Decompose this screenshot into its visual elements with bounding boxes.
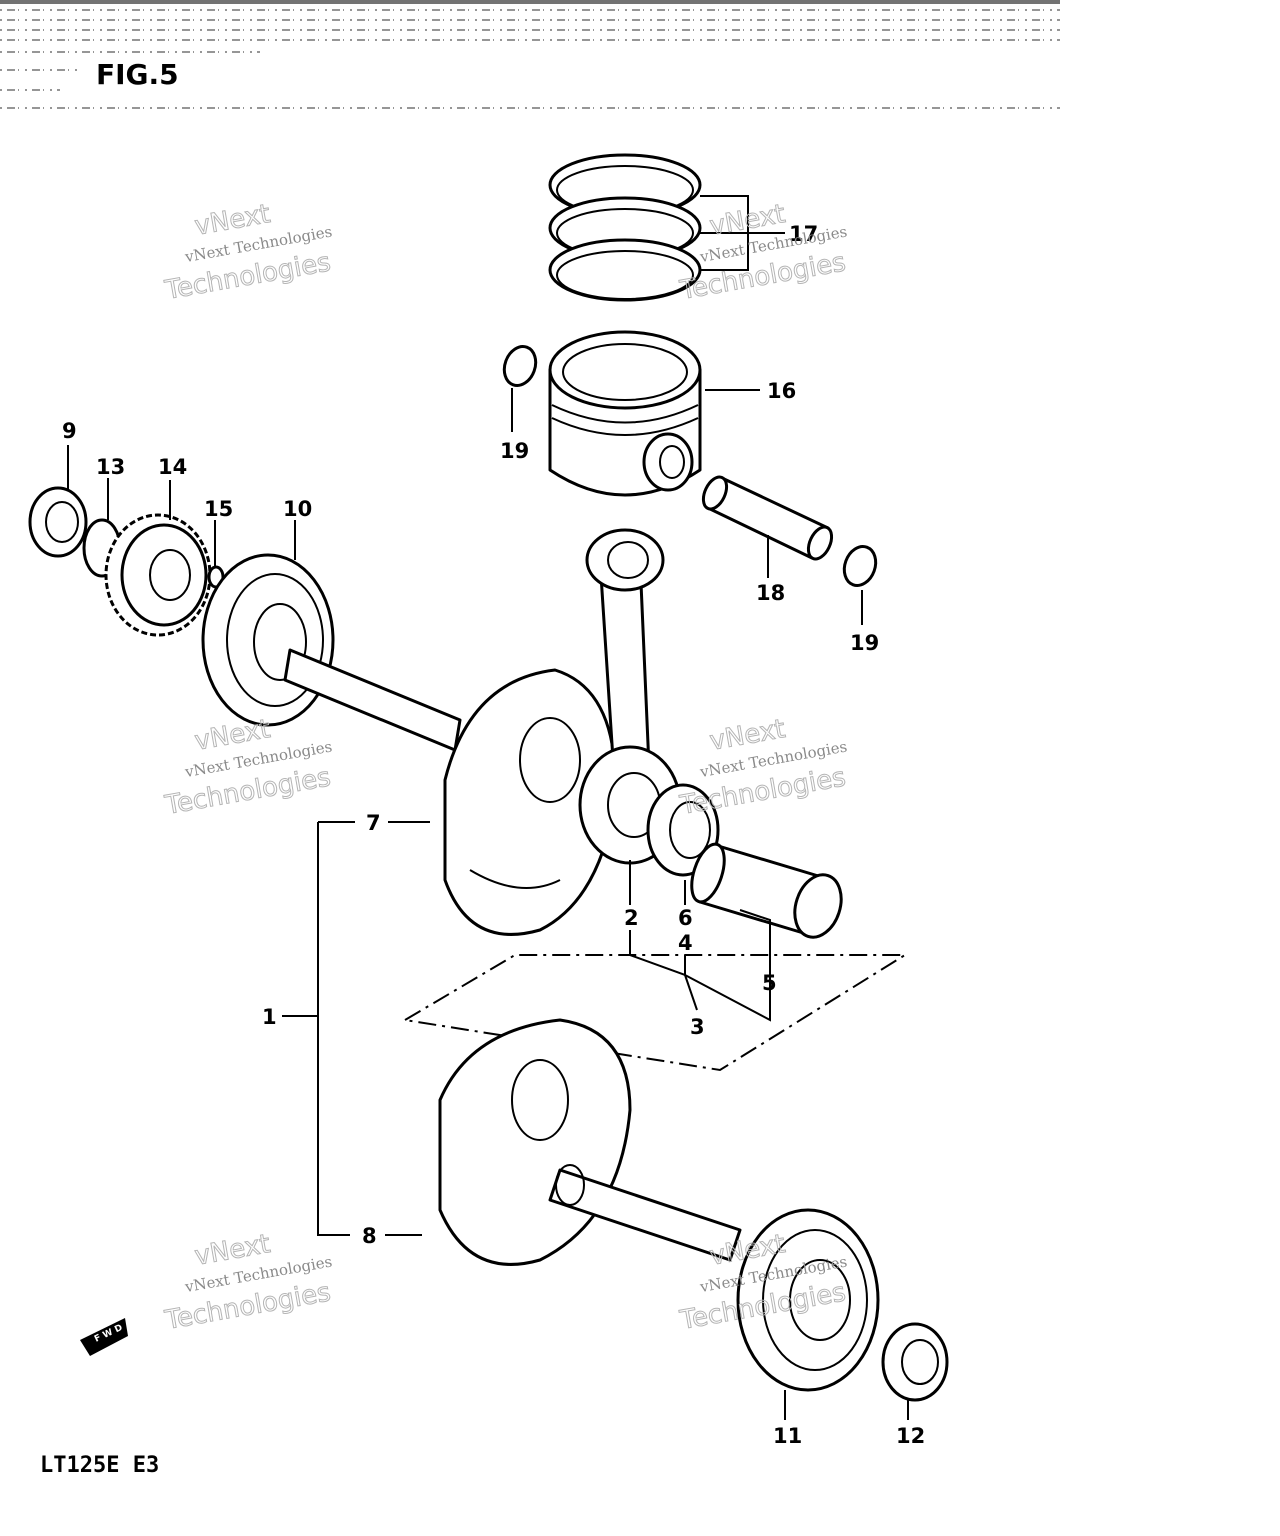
- callout-labels: 17 16 19 9 13 14 15 10 18 19 7 1 8 2 6 4…: [62, 222, 925, 1448]
- callout-10: 10: [283, 497, 312, 521]
- circlip-left: [502, 345, 538, 387]
- piston: [548, 330, 702, 497]
- forward-arrow-icon: F W D: [80, 1318, 128, 1356]
- watermark-6: vNext vNext Technologies Technologies: [677, 1229, 849, 1337]
- callout-18: 18: [756, 581, 785, 605]
- bearing-right: [736, 1208, 880, 1392]
- watermark-2: vNext vNext Technologies Technologies: [677, 199, 849, 307]
- crankshaft-right-half: [438, 1018, 742, 1266]
- piston-pin: [701, 475, 834, 561]
- piston-rings: [548, 153, 702, 302]
- bearing-left: [201, 553, 335, 727]
- callout-1: 1: [262, 1005, 277, 1029]
- model-label: LT125E E3: [40, 1453, 159, 1478]
- callout-13: 13: [96, 455, 125, 479]
- callout-2: 2: [624, 906, 639, 930]
- timing-gear: [104, 513, 212, 637]
- crank-pin: [690, 842, 843, 939]
- watermark-5: vNext vNext Technologies Technologies: [162, 1229, 334, 1337]
- watermark-3: vNext vNext Technologies Technologies: [162, 714, 334, 822]
- callout-7: 7: [366, 811, 381, 835]
- circlip-right: [842, 545, 878, 587]
- callout-8: 8: [362, 1224, 377, 1248]
- figure-title: FIG.5: [96, 58, 179, 91]
- callout-3: 3: [690, 1015, 705, 1039]
- callout-16: 16: [767, 379, 796, 403]
- scan-noise-header: [0, 0, 1060, 109]
- callout-19-right: 19: [850, 631, 879, 655]
- crankshaft-left-half: [283, 648, 617, 936]
- needle-bearing: [646, 783, 720, 877]
- callout-6: 6: [678, 906, 693, 930]
- leader-lines: [67, 195, 909, 1420]
- callout-9: 9: [62, 419, 77, 443]
- callout-5: 5: [762, 971, 777, 995]
- oil-seal-right: [881, 1322, 949, 1402]
- callout-17: 17: [789, 222, 818, 246]
- callout-11: 11: [773, 1424, 802, 1448]
- callout-4: 4: [678, 931, 693, 955]
- callout-14: 14: [158, 455, 187, 479]
- oil-seal-left: [28, 486, 88, 558]
- callout-12: 12: [896, 1424, 925, 1448]
- callout-19-left: 19: [500, 439, 529, 463]
- watermark-1: vNext vNext Technologies Technologies: [162, 199, 334, 307]
- watermark-4: vNext vNext Technologies Technologies: [677, 714, 849, 822]
- callout-15: 15: [204, 497, 233, 521]
